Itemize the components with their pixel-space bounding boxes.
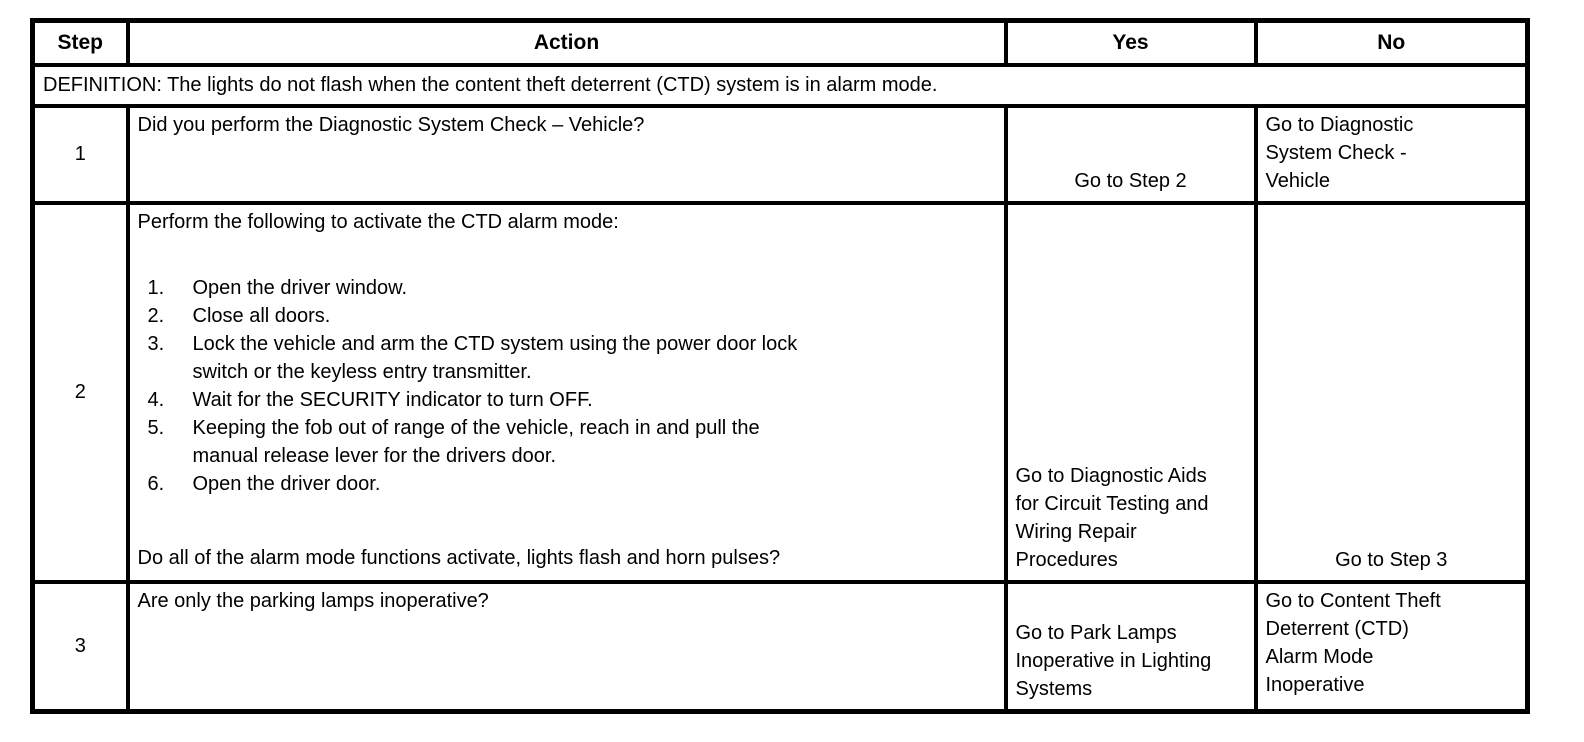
step-number: 3: [30, 579, 130, 714]
list-item-text: Keeping the fob out of range of the vehi…: [192, 416, 760, 467]
list-item: 6. Open the driver door.: [138, 470, 994, 498]
list-item: 3. Lock the vehicle and arm the CTD syst…: [138, 330, 994, 386]
yes-cell: Go to Step 2: [1003, 103, 1258, 205]
list-item-number: 3.: [147, 332, 165, 355]
list-item-text: Open the driver door.: [192, 472, 381, 495]
yes-cell: Go to Park Lamps Inoperative in Lighting…: [1003, 579, 1258, 714]
column-header-yes: Yes: [1003, 18, 1258, 67]
action-intro: Perform the following to activate the CT…: [137, 210, 619, 233]
diagnostic-table-container: Step Action Yes No DEFINITION: The light…: [30, 18, 1530, 714]
action-cell: Are only the parking lamps inoperative?: [125, 579, 1008, 714]
yes-cell: Go to Diagnostic Aids for Circuit Testin…: [1003, 200, 1258, 584]
definition-text: DEFINITION: The lights do not flash when…: [30, 62, 1530, 108]
step-number: 1: [30, 103, 130, 205]
action-cell: Did you perform the Diagnostic System Ch…: [125, 103, 1008, 205]
list-item-text: Open the driver window.: [192, 276, 408, 299]
column-header-no: No: [1253, 18, 1530, 67]
list-item-number: 4.: [147, 388, 165, 411]
no-cell: Go to Content Theft Deterrent (CTD) Alar…: [1253, 579, 1530, 714]
action-question: Did you perform the Diagnostic System Ch…: [137, 113, 645, 136]
table-row-step-3: 3 Are only the parking lamps inoperative…: [30, 579, 1530, 714]
list-item-number: 2.: [147, 304, 165, 327]
list-item-number: 6.: [147, 472, 165, 495]
list-item-text: Close all doors.: [192, 304, 331, 327]
list-item: 5. Keeping the fob out of range of the v…: [138, 414, 994, 470]
action-cell: Perform the following to activate the CT…: [125, 200, 1008, 584]
step-number: 2: [30, 200, 130, 584]
list-item: 4. Wait for the SECURITY indicator to tu…: [138, 386, 994, 414]
list-item-number: 1.: [147, 276, 165, 299]
definition-row: DEFINITION: The lights do not flash when…: [30, 62, 1530, 108]
action-steps-list: 1. Open the driver window. 2. Close all …: [138, 274, 994, 498]
column-header-action: Action: [125, 18, 1008, 67]
no-cell: Go to Step 3: [1253, 200, 1530, 584]
no-cell: Go to Diagnostic System Check - Vehicle: [1253, 103, 1530, 205]
list-item-number: 5.: [147, 416, 165, 439]
action-question: Do all of the alarm mode functions activ…: [137, 546, 781, 569]
action-question: Are only the parking lamps inoperative?: [137, 589, 489, 612]
header-row: Step Action Yes No: [30, 18, 1530, 67]
table-row-step-2: 2 Perform the following to activate the …: [30, 200, 1530, 584]
list-item-text: Lock the vehicle and arm the CTD system …: [192, 332, 798, 383]
list-item: 2. Close all doors.: [138, 302, 994, 330]
list-item-text: Wait for the SECURITY indicator to turn …: [192, 388, 593, 411]
table-row-step-1: 1 Did you perform the Diagnostic System …: [30, 103, 1530, 205]
diagnostic-table: Step Action Yes No DEFINITION: The light…: [30, 18, 1530, 714]
column-header-step: Step: [30, 18, 130, 67]
list-item: 1. Open the driver window.: [138, 274, 994, 302]
